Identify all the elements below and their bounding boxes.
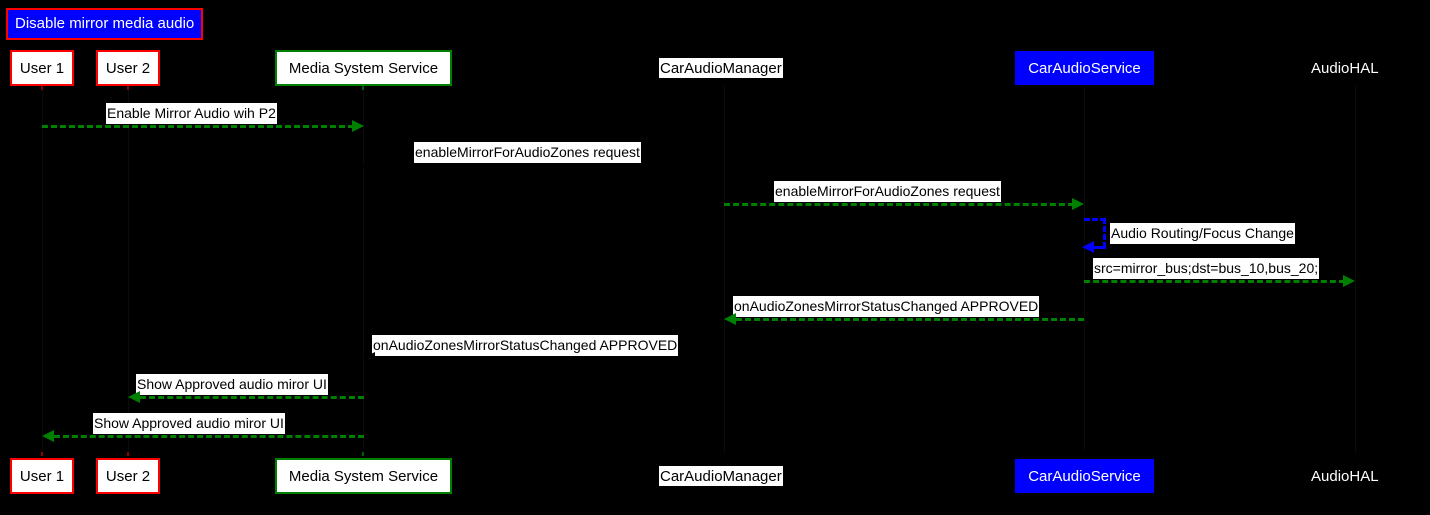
participant-head-user1[interactable]: User 1 xyxy=(10,50,74,86)
lifeline-nub-user1-bottom xyxy=(41,452,43,456)
message-arrow-line-9 xyxy=(54,435,364,438)
lifeline-nub-media-system-service xyxy=(362,86,364,90)
participant-foot-car-audio-service[interactable]: CarAudioService xyxy=(1015,459,1154,493)
message-arrow-line-6 xyxy=(736,318,1084,321)
participant-head-media-system-service-label: Media System Service xyxy=(288,59,439,77)
message-arrow-head-7 xyxy=(363,352,375,364)
message-arrow-line-5 xyxy=(1084,280,1345,283)
lifeline-audio-hal xyxy=(1355,85,1356,453)
lifeline-nub-media-bottom xyxy=(362,452,364,456)
lifeline-nub-user1 xyxy=(41,86,43,90)
message-arrow-head-8 xyxy=(128,391,140,403)
message-arrow-head-1 xyxy=(352,120,364,132)
message-label-1: Enable Mirror Audio wih P2 xyxy=(106,103,277,124)
participant-foot-car-audio-service-label: CarAudioService xyxy=(1028,467,1141,485)
participant-foot-media-system-service-label: Media System Service xyxy=(288,467,439,485)
message-arrow-line-7 xyxy=(375,357,724,360)
participant-head-user1-label: User 1 xyxy=(19,59,65,77)
message-arrow-line-3 xyxy=(724,203,1074,206)
message-label-8: Show Approved audio miror UI xyxy=(136,374,328,395)
participant-head-audio-hal[interactable]: AudioHAL xyxy=(1311,58,1379,78)
lifeline-nub-user2 xyxy=(127,86,129,90)
participant-foot-car-audio-manager[interactable]: CarAudioManager xyxy=(659,466,783,486)
message-label-2: enableMirrorForAudioZones request xyxy=(414,142,641,163)
participant-foot-user2[interactable]: User 2 xyxy=(96,458,160,494)
participant-head-user2-label: User 2 xyxy=(105,59,151,77)
message-arrow-head-2 xyxy=(712,159,724,171)
message-label-3: enableMirrorForAudioZones request xyxy=(774,181,1001,202)
message-label-9: Show Approved audio miror UI xyxy=(93,413,285,434)
participant-foot-audio-hal[interactable]: AudioHAL xyxy=(1311,466,1379,486)
message-label-4: Audio Routing/Focus Change xyxy=(1110,223,1295,244)
lifeline-user1 xyxy=(42,88,43,450)
lifeline-user2 xyxy=(128,88,129,450)
diagram-title-box: Disable mirror media audio xyxy=(6,8,204,40)
participant-head-car-audio-manager-label: CarAudioManager xyxy=(660,59,782,77)
lifeline-car-audio-service xyxy=(1084,88,1085,450)
lifeline-media-system-service xyxy=(363,88,364,450)
message-label-5: src=mirror_bus;dst=bus_10,bus_20; xyxy=(1093,258,1320,279)
message-label-6: onAudioZonesMirrorStatusChanged APPROVED xyxy=(733,296,1040,317)
participant-foot-car-audio-manager-label: CarAudioManager xyxy=(660,467,782,485)
selfcall-top-segment xyxy=(1084,218,1106,221)
lifeline-car-audio-manager xyxy=(724,85,725,453)
message-label-7: onAudioZonesMirrorStatusChanged APPROVED xyxy=(372,335,679,356)
selfcall-arrow-head xyxy=(1082,241,1094,253)
lifeline-nub-user2-bottom xyxy=(127,452,129,456)
selfcall-bottom-segment xyxy=(1094,246,1106,249)
selfcall-right-segment xyxy=(1103,218,1106,248)
participant-foot-user1-label: User 1 xyxy=(19,467,65,485)
message-arrow-head-9 xyxy=(42,430,54,442)
participant-head-car-audio-service[interactable]: CarAudioService xyxy=(1015,51,1154,85)
message-arrow-head-3 xyxy=(1072,198,1084,210)
message-arrow-line-1 xyxy=(42,125,354,128)
participant-head-user2[interactable]: User 2 xyxy=(96,50,160,86)
message-arrow-line-2 xyxy=(363,164,714,167)
participant-head-media-system-service[interactable]: Media System Service xyxy=(275,50,452,86)
message-arrow-head-6 xyxy=(724,313,736,325)
participant-head-audio-hal-label: AudioHAL xyxy=(1311,59,1379,77)
participant-foot-audio-hal-label: AudioHAL xyxy=(1311,467,1379,485)
participant-head-car-audio-service-label: CarAudioService xyxy=(1028,59,1141,77)
message-arrow-head-5 xyxy=(1343,275,1355,287)
participant-foot-user1[interactable]: User 1 xyxy=(10,458,74,494)
participant-head-car-audio-manager[interactable]: CarAudioManager xyxy=(659,58,783,78)
participant-foot-media-system-service[interactable]: Media System Service xyxy=(275,458,452,494)
message-arrow-line-8 xyxy=(140,396,364,399)
participant-foot-user2-label: User 2 xyxy=(105,467,151,485)
